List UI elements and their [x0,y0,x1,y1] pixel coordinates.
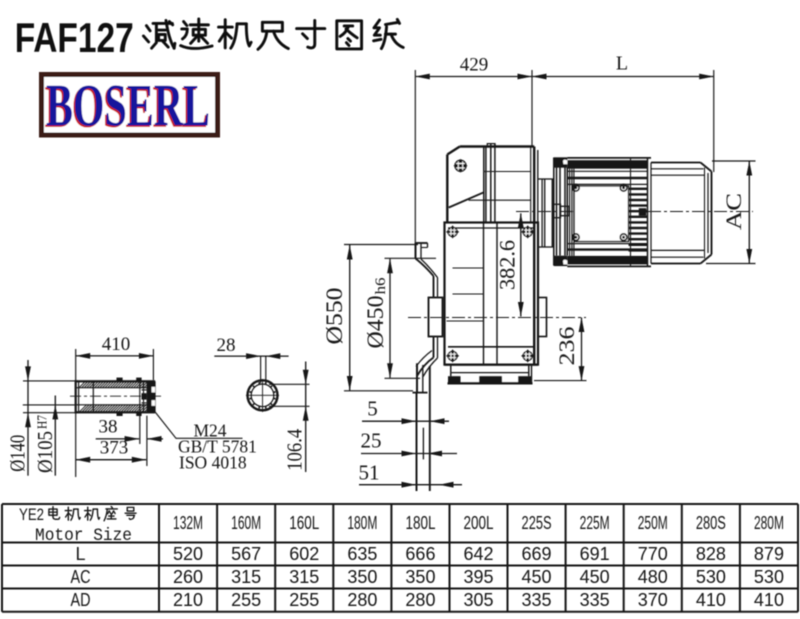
svg-text:38: 38 [99,417,118,438]
svg-text:879: 879 [754,544,784,564]
svg-text:642: 642 [463,544,493,564]
svg-text:315: 315 [231,567,261,587]
svg-text:280: 280 [347,590,377,610]
svg-text:255: 255 [231,590,261,610]
svg-text:315: 315 [289,567,319,587]
svg-text:382.6: 382.6 [495,240,520,290]
svg-text:520: 520 [173,544,203,564]
svg-text:410: 410 [696,590,726,610]
svg-text:Ø105: Ø105 [33,431,57,473]
svg-text:GB/T 5781: GB/T 5781 [178,437,257,457]
svg-text:L: L [616,53,628,75]
svg-text:395: 395 [463,567,493,587]
svg-text:210: 210 [173,590,203,610]
svg-text:Motor Size: Motor Size [35,526,132,546]
svg-text:h6: h6 [373,277,389,295]
svg-text:180L: 180L [405,513,435,533]
svg-text:335: 335 [522,590,552,610]
svg-text:666: 666 [405,544,435,564]
svg-text:373: 373 [100,438,129,459]
svg-text:BOSERL: BOSERL [45,74,209,140]
svg-text:180M: 180M [347,513,377,533]
svg-text:160M: 160M [231,513,261,533]
svg-text:602: 602 [289,544,319,564]
svg-text:350: 350 [347,567,377,587]
svg-text:280: 280 [405,590,435,610]
svg-text:450: 450 [580,567,610,587]
svg-text:260: 260 [173,567,203,587]
svg-text:160L: 160L [289,513,319,533]
svg-text:770: 770 [638,544,668,564]
svg-text:AC: AC [71,567,91,587]
svg-text:236: 236 [554,327,579,366]
svg-text:28: 28 [217,335,236,356]
svg-text:225S: 225S [522,513,552,533]
svg-text:280S: 280S [696,513,726,533]
svg-text:132M: 132M [173,513,203,533]
svg-text:BOSERL: BOSERL [46,73,210,139]
svg-text:410: 410 [102,334,131,355]
svg-text:691: 691 [580,544,610,564]
svg-text:250M: 250M [638,513,668,533]
svg-text:370: 370 [638,590,668,610]
svg-text:ISO 4018: ISO 4018 [179,453,247,473]
svg-text:480: 480 [638,567,668,587]
svg-text:FAF127: FAF127 [15,14,134,61]
svg-text:5: 5 [367,397,378,421]
svg-text:YE2: YE2 [19,505,44,524]
svg-text:635: 635 [347,544,377,564]
svg-text:L: L [75,544,85,564]
svg-text:200L: 200L [464,513,494,533]
svg-text:530: 530 [754,567,784,587]
svg-text:M24: M24 [193,421,226,441]
svg-text:567: 567 [231,544,261,564]
svg-text:AD: AD [71,590,91,610]
svg-text:25: 25 [361,429,382,453]
svg-text:Ø450: Ø450 [363,296,388,349]
svg-text:530: 530 [696,567,726,587]
svg-text:280M: 280M [754,513,784,533]
svg-text:255: 255 [289,590,319,610]
svg-text:305: 305 [463,590,493,610]
svg-text:669: 669 [522,544,552,564]
svg-text:Ø140: Ø140 [6,435,30,472]
svg-text:335: 335 [580,590,610,610]
svg-text:Ø550: Ø550 [322,288,347,345]
svg-text:828: 828 [696,544,726,564]
svg-text:429: 429 [460,55,489,76]
svg-text:51: 51 [359,461,380,485]
svg-text:450: 450 [522,567,552,587]
svg-text:225M: 225M [580,513,610,533]
svg-text:410: 410 [754,590,784,610]
svg-text:350: 350 [405,567,435,587]
svg-text:H7: H7 [35,415,50,429]
svg-text:106.4: 106.4 [283,428,307,470]
